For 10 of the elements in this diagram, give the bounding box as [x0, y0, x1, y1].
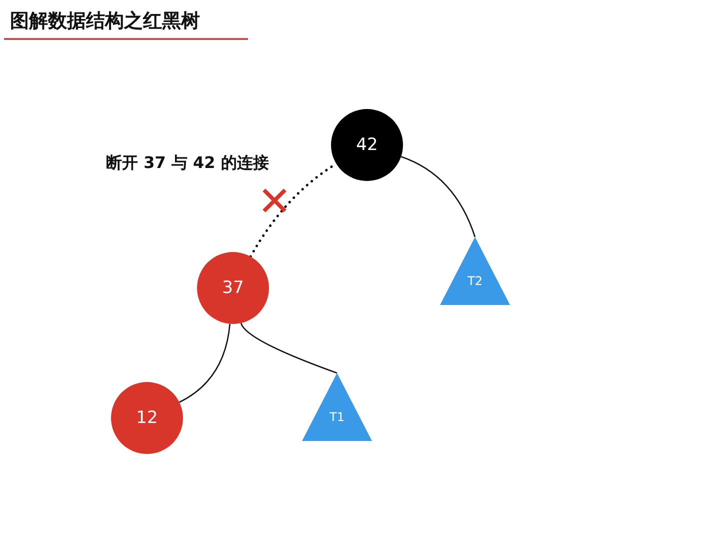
- tree-edge: [400, 156, 476, 238]
- tree-edge: [240, 322, 338, 374]
- node-label: 42: [356, 135, 378, 155]
- node-label: T1: [330, 410, 344, 424]
- node-label: 37: [222, 278, 244, 298]
- node-label: 12: [136, 408, 158, 428]
- annotation-text: 断开 37 与 42 的连接: [106, 153, 269, 174]
- node-label: T2: [468, 274, 482, 288]
- title: 图解数据结构之红黑树: [10, 9, 200, 34]
- tree-edge: [179, 324, 231, 403]
